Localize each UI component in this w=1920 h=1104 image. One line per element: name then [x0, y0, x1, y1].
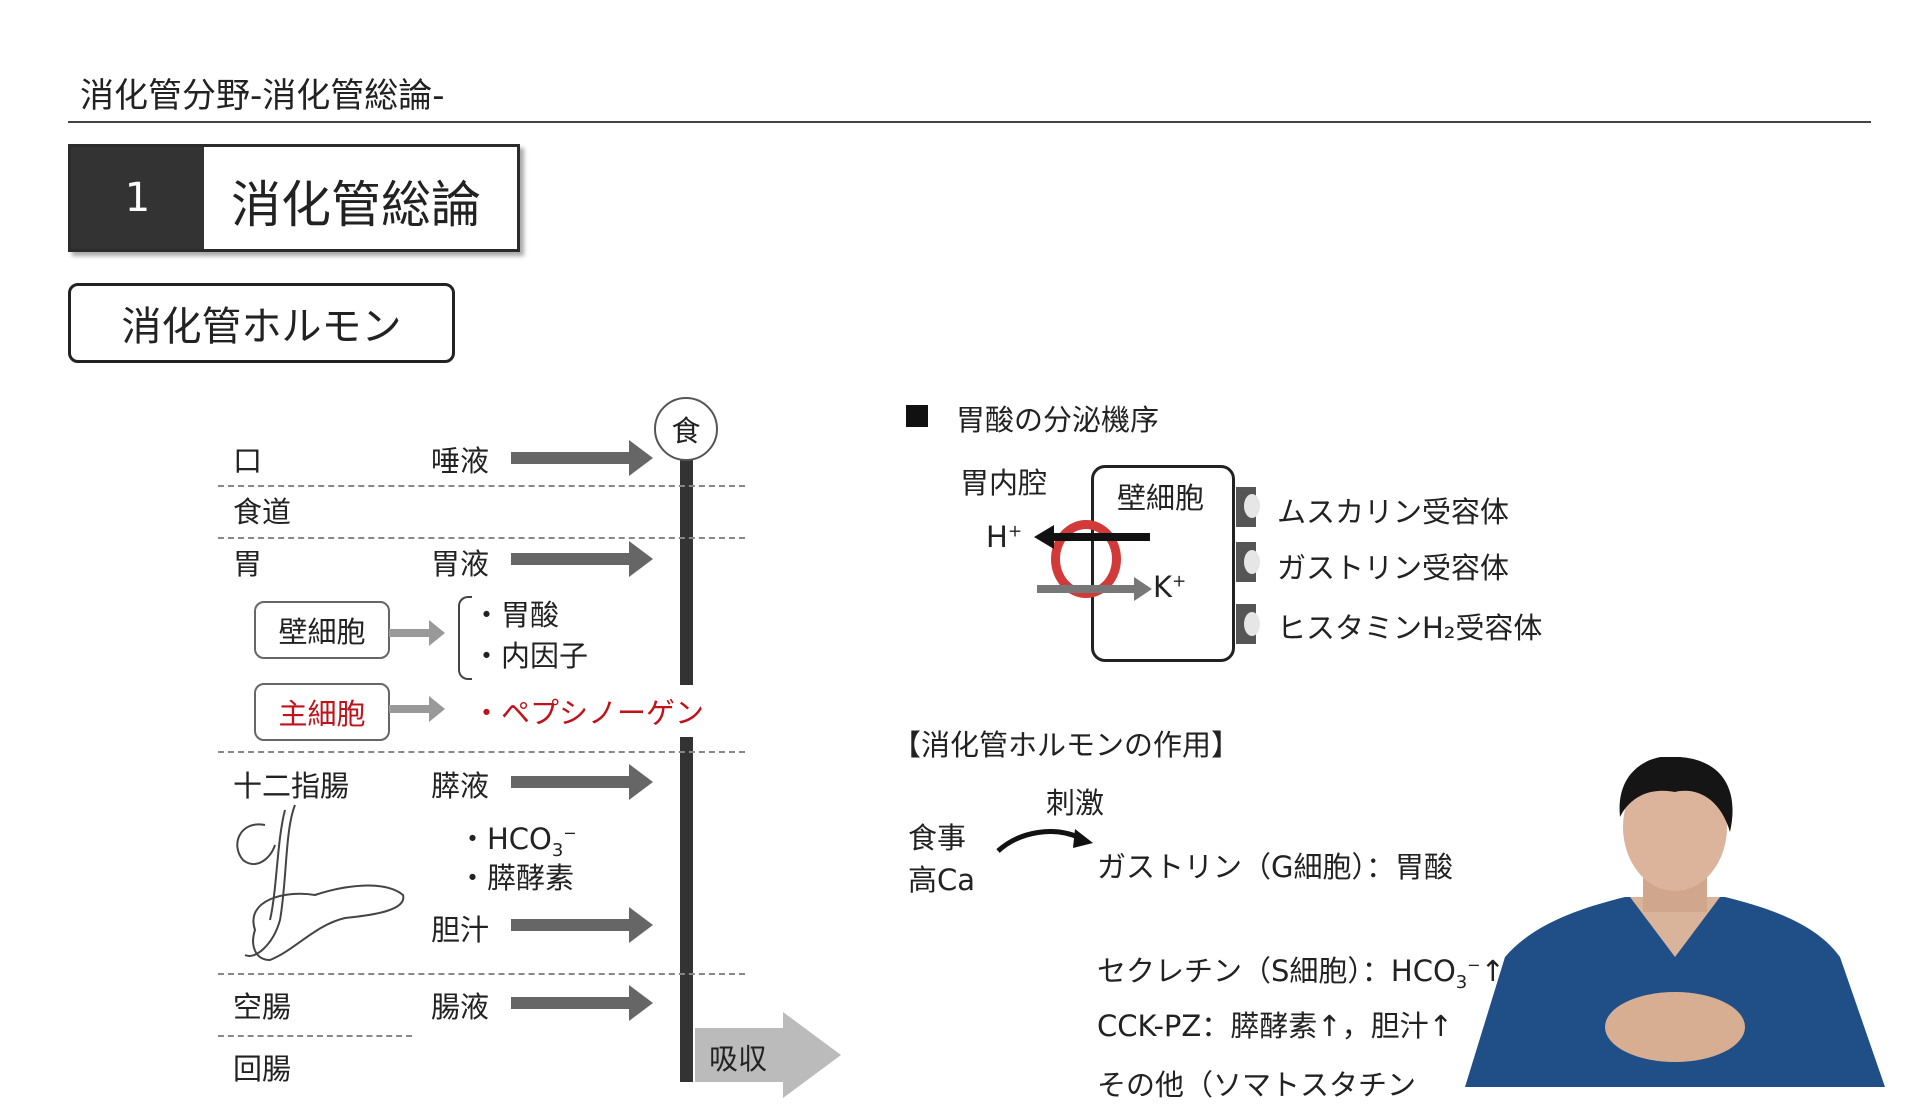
secretion-bile: 胆汁 [431, 913, 490, 947]
h-ion: H+ [986, 520, 1022, 554]
divider [218, 1035, 412, 1037]
receptor-dot [1244, 550, 1260, 574]
parietal-cell-label: 壁細胞 [1117, 481, 1205, 515]
arrow-icon [511, 541, 653, 577]
arrow-icon [511, 764, 653, 800]
secretion-pancreatic-juice: 膵液 [431, 769, 490, 803]
superscript: − [563, 823, 577, 843]
receptor-dot [1244, 612, 1260, 636]
brace-icon [458, 596, 472, 680]
gastrin-action: ガストリン（G細胞）：胃酸 [1097, 850, 1453, 884]
h-label: H [986, 520, 1008, 554]
k-ion: K+ [1153, 570, 1186, 604]
superscript: + [1007, 521, 1023, 542]
product-hco3: ・HCO3− [458, 816, 577, 861]
k-in-arrow [1037, 585, 1135, 593]
meal-label: 食事 [908, 821, 967, 855]
h-out-arrow [1050, 533, 1150, 541]
histamine-h2-receptor: ヒスタミンH₂受容体 [1277, 611, 1543, 645]
arrow-icon [389, 696, 445, 722]
lumen-label: 胃内腔 [960, 466, 1048, 500]
gastrin-receptor: ガストリン受容体 [1277, 551, 1510, 585]
muscarinic-receptor: ムスカリン受容体 [1277, 495, 1510, 529]
organ-duodenum: 十二指腸 [233, 769, 350, 803]
divider [218, 485, 745, 487]
product-intrinsic-factor: ・内因子 [472, 639, 589, 673]
divider [218, 537, 745, 539]
arrowhead-icon [1134, 577, 1152, 601]
header-divider [68, 121, 1871, 123]
arrow-icon [511, 907, 653, 943]
product-pancreatic-enzyme: ・膵酵素 [458, 861, 575, 895]
superscript: + [1172, 571, 1187, 592]
secretin-text: セクレチン（S細胞）：HCO [1097, 954, 1456, 988]
divider [218, 973, 745, 975]
arrowhead-icon [1034, 525, 1054, 549]
hco3-text: ・HCO [458, 822, 552, 856]
secretion-saliva: 唾液 [431, 444, 490, 478]
food-circle: 食 [654, 397, 718, 461]
superscript: − [1467, 955, 1481, 975]
absorption-label: 吸収 [709, 1042, 768, 1076]
arrow-icon [511, 440, 653, 476]
pancreas-icon [236, 804, 405, 962]
subscript: 3 [551, 839, 564, 861]
hormone-heading: 【消化管ホルモンの作用】 [892, 728, 1241, 762]
tract-bar [680, 455, 693, 685]
organ-jejunum: 空腸 [233, 990, 292, 1024]
square-bullet-icon [906, 405, 928, 427]
chapter-title-text: 消化管総論 [231, 176, 481, 234]
k-label: K [1153, 570, 1173, 604]
divider [218, 751, 745, 753]
parietal-cell-box: 壁細胞 [254, 601, 390, 659]
cck-action: CCK-PZ：膵酵素↑，胆汁↑ [1097, 1009, 1453, 1043]
other-hormones: その他（ソマトスタチン [1097, 1068, 1417, 1102]
product-gastric-acid: ・胃酸 [472, 598, 560, 632]
chief-cell-box: 主細胞 [254, 683, 390, 741]
secretin-action: セクレチン（S細胞）：HCO3−↑ [1097, 948, 1505, 993]
absorption-arrow: 吸収 [695, 1012, 845, 1098]
organ-ileum: 回腸 [233, 1052, 292, 1086]
topic-label: 消化管ホルモン [68, 283, 455, 363]
secretion-gastric-juice: 胃液 [431, 547, 490, 581]
subscript: 3 [1455, 971, 1468, 993]
organ-stomach: 胃 [233, 547, 263, 581]
arrow-icon [389, 620, 445, 646]
presenter-video [1465, 757, 1885, 1087]
chapter-number: 1 [71, 147, 204, 249]
acid-heading: 胃酸の分泌機序 [956, 403, 1160, 437]
secretion-intestinal-juice: 腸液 [431, 990, 490, 1024]
organ-esophagus: 食道 [233, 495, 292, 529]
product-pepsinogen: ・ペプシノーゲン [472, 690, 705, 732]
tract-bar [680, 737, 693, 1082]
chapter-title: 1 消化管総論 [68, 144, 520, 252]
stimulus-label: 刺激 [1046, 786, 1105, 820]
high-ca-label: 高Ca [908, 863, 976, 897]
organ-mouth: 口 [233, 444, 263, 478]
stimulus-arrow-icon [996, 829, 1093, 853]
section-header: 消化管分野-消化管総論- [80, 76, 445, 116]
receptor-dot [1244, 494, 1260, 518]
proton-pump-icon [1051, 520, 1121, 598]
arrow-icon [511, 985, 653, 1021]
